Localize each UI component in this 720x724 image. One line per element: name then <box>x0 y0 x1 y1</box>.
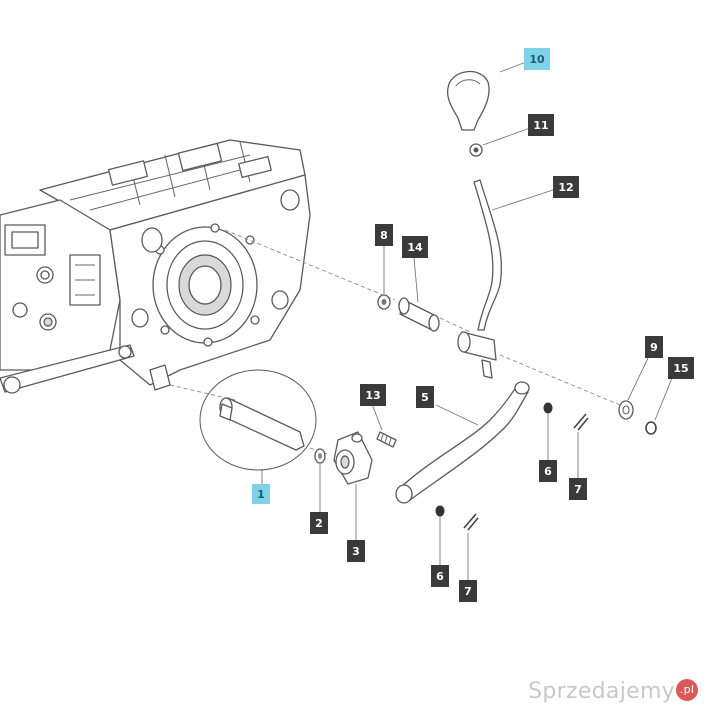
callout-6-upper: 6 <box>539 460 557 482</box>
callout-9: 9 <box>645 336 663 358</box>
callout-6-lower-label: 6 <box>436 570 444 583</box>
callout-10-label: 10 <box>529 53 545 66</box>
part-6-clip-upper <box>543 402 553 414</box>
callout-2-label: 2 <box>315 517 323 530</box>
callout-6-upper-box <box>539 460 557 482</box>
part-2-washer <box>314 448 326 464</box>
part-12-lever <box>457 179 503 379</box>
callout-8-label: 8 <box>380 229 388 242</box>
callout-14: 14 <box>402 236 428 258</box>
part-15-circlip <box>645 421 657 435</box>
callout-7-upper-box <box>569 478 587 500</box>
part-6-clip-lower <box>435 505 445 517</box>
part-8-nut <box>377 294 391 310</box>
part-3-coupling <box>333 431 373 485</box>
callout-3-label: 3 <box>352 545 360 558</box>
callout-6-lower: 6 <box>431 565 449 587</box>
part-10-knob <box>446 70 490 131</box>
callout-12-box <box>553 176 579 198</box>
part-9-washer <box>618 400 634 420</box>
part-7-pin-lower <box>463 513 479 531</box>
callout-1: 1 <box>252 484 270 504</box>
callout-7-upper-label: 7 <box>574 483 582 496</box>
callout-6-upper-label: 6 <box>544 465 552 478</box>
callout-3-box <box>347 540 365 562</box>
callout-2: 2 <box>310 512 328 534</box>
callout-14-box <box>402 236 428 258</box>
callout-15-label: 15 <box>673 362 688 375</box>
part-13-pin <box>376 431 397 448</box>
callout-9-box <box>645 336 663 358</box>
callout-11-box <box>528 114 554 136</box>
callout-15: 15 <box>668 357 694 379</box>
transmission-housing <box>0 139 311 394</box>
callout-13-box <box>360 384 386 406</box>
callout-11: 11 <box>528 114 554 136</box>
part-5-link <box>395 381 530 504</box>
callout-1-label: 1 <box>257 488 265 501</box>
callout-8-box <box>375 224 393 246</box>
leader-lines <box>261 61 673 580</box>
part-14-bushing <box>398 297 440 332</box>
watermark-tld: .pl <box>676 679 698 701</box>
part-7-pin-upper <box>573 413 589 431</box>
callouts: 1 2 3 5 6 6 7 7 <box>252 48 694 602</box>
callout-7-lower-label: 7 <box>464 585 472 598</box>
watermark-brand: Sprzedajemy <box>528 679 675 704</box>
callout-13: 13 <box>360 384 386 406</box>
part-11-nut <box>469 143 483 157</box>
callout-5-label: 5 <box>421 391 429 404</box>
callout-7-lower-box <box>459 580 477 602</box>
watermark: Sprzedajemy.pl <box>528 679 698 704</box>
callout-5-box <box>416 386 434 408</box>
callout-10: 10 <box>524 48 550 70</box>
callout-5: 5 <box>416 386 434 408</box>
callout-2-box <box>310 512 328 534</box>
callout-14-label: 14 <box>407 241 423 254</box>
callout-12-label: 12 <box>558 181 573 194</box>
callout-9-label: 9 <box>650 341 658 354</box>
callout-8: 8 <box>375 224 393 246</box>
callout-12: 12 <box>553 176 579 198</box>
callout-6-lower-box <box>431 565 449 587</box>
callout-10-box <box>524 48 550 70</box>
callout-3: 3 <box>347 540 365 562</box>
callout-7-lower: 7 <box>459 580 477 602</box>
callout-11-label: 11 <box>533 119 548 132</box>
callout-13-label: 13 <box>365 389 380 402</box>
callout-7-upper: 7 <box>569 478 587 500</box>
callout-1-box <box>252 484 270 504</box>
callout-15-box <box>668 357 694 379</box>
part-1-shaft <box>199 369 317 471</box>
